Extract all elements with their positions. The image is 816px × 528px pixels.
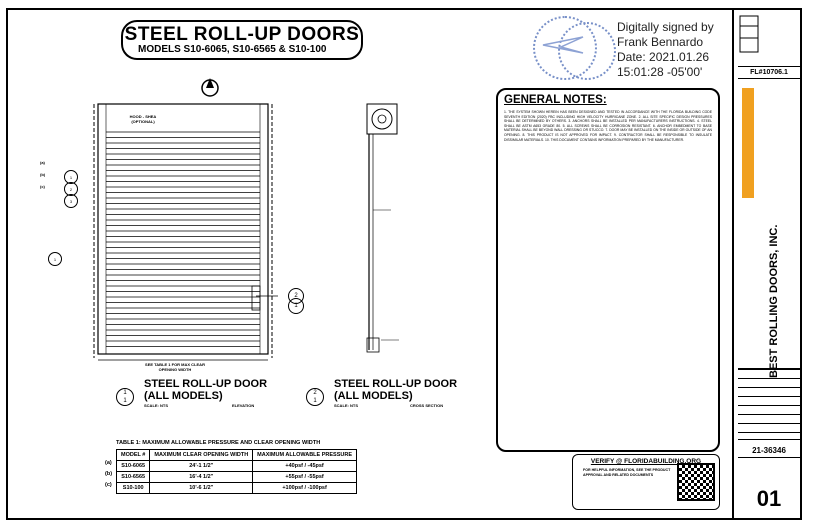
drawing-subtitle: MODELS S10-6065, S10-6565 & S10-100	[138, 44, 327, 55]
engineer-seal-icon	[558, 22, 616, 80]
section-view-bubble: 2 1	[306, 388, 324, 406]
table-header: MAXIMUM CLEAR OPENING WIDTH	[149, 449, 254, 461]
section-arrow-icon	[201, 78, 219, 97]
project-number: 21-36346	[738, 444, 800, 458]
verify-text: FOR HELPFUL INFORMATION, SEE THE PRODUCT…	[583, 468, 671, 477]
elevation-scale: SCALE: NTS	[144, 403, 168, 408]
door-cross-section	[366, 103, 399, 353]
row-tag: (c)	[105, 482, 112, 488]
table-row: S10-6065 24'-1 1/2" +40psf / -45psf	[115, 460, 357, 472]
row-tag: (b)	[105, 471, 113, 477]
fl-number: FL#10706.1	[738, 66, 800, 79]
elevation-view-bubble: 1 1	[116, 388, 134, 406]
qr-code-icon	[677, 463, 715, 501]
general-notes-panel: GENERAL NOTES: 1. THE SYSTEM SHOWN HEREI…	[496, 88, 720, 452]
callout-tag-a: (a)	[40, 160, 45, 165]
title-block: FL#10706.1 BEST ROLLING DOORS, INC. 21-3…	[732, 8, 804, 520]
pressure-table-caption: TABLE 1: MAXIMUM ALLOWABLE PRESSURE AND …	[116, 440, 321, 446]
logo-stripe-icon	[742, 88, 754, 198]
hood-note: HOOD - SHEA (OPTIONAL)	[129, 114, 157, 124]
drawing-sheet	[6, 8, 802, 520]
elevation-title: STEEL ROLL-UP DOOR (ALL MODELS)	[144, 378, 268, 402]
table-row: S10-6565 16'-4 1/2" +55psf / -55psf	[115, 471, 357, 483]
company-name: BEST ROLLING DOORS, INC.	[768, 224, 780, 378]
row-tag: (a)	[105, 460, 112, 466]
callout-tag-c: (c)	[40, 184, 45, 189]
table-header: MODEL #	[115, 449, 151, 461]
elevation-type: ELEVATION	[232, 403, 255, 408]
table-row: S10-100 10'-6 1/2" +100psf / -100psf	[115, 482, 357, 494]
pressure-table: MODEL # MAXIMUM CLEAR OPENING WIDTH MAXI…	[115, 449, 357, 494]
callout-bubble: 1	[48, 252, 62, 266]
clear-opening-note: SEE TABLE 1 FOR MAX CLEAR OPENING WIDTH	[145, 362, 205, 372]
general-notes-body: 1. THE SYSTEM SHOWN HEREIN HAS BEEN DESI…	[504, 110, 712, 142]
detail-bubble-bottom: 1	[288, 298, 304, 314]
callout-bubble: 3	[64, 194, 78, 208]
general-notes-heading: GENERAL NOTES:	[504, 94, 607, 106]
section-scale: SCALE: NTS	[334, 403, 358, 408]
verify-heading: VERIFY @ FLORIDABUILDING.ORG	[590, 458, 702, 465]
company-logo-icon	[739, 15, 759, 53]
section-title: STEEL ROLL-UP DOOR (ALL MODELS)	[334, 378, 458, 402]
section-type: CROSS SECTION	[410, 403, 444, 408]
drawing-title: STEEL ROLL-UP DOORS	[124, 24, 360, 45]
sheet-number: 01	[756, 486, 782, 511]
title-box: STEEL ROLL-UP DOORS	[121, 20, 363, 60]
table-header: MAXIMUM ALLOWABLE PRESSURE	[252, 449, 357, 461]
revision-table	[738, 368, 800, 440]
callout-tag-b: (b)	[40, 172, 46, 177]
verify-box: VERIFY @ FLORIDABUILDING.ORG FOR HELPFUL…	[572, 454, 720, 510]
door-elevation	[93, 103, 278, 361]
digital-signature: Digitally signed by Frank Bennardo Date:…	[617, 20, 714, 79]
seal-star-icon	[542, 36, 584, 54]
